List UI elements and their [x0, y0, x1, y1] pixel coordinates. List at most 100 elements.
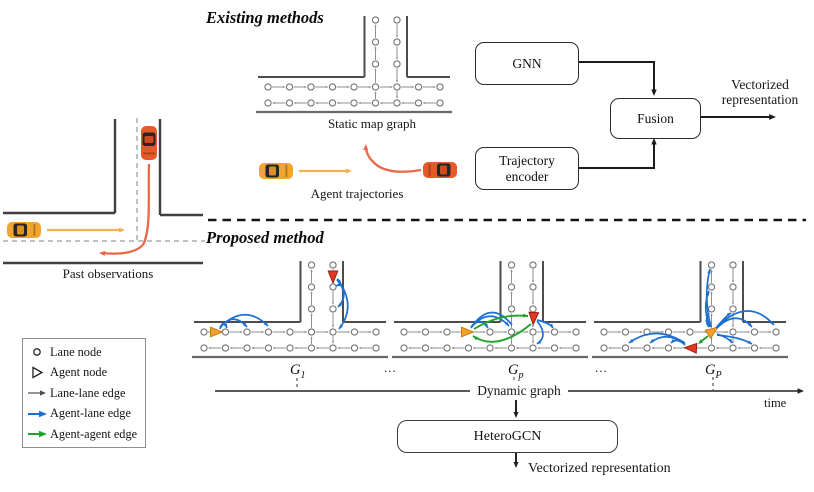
lane-lane-edge [731, 341, 735, 344]
lane-node [621, 344, 630, 352]
lane-node [372, 344, 380, 352]
orange-car-icon [423, 162, 457, 178]
agent-lane-edge [728, 338, 732, 343]
lane-lane-edge [510, 291, 513, 294]
lane-node [329, 305, 337, 313]
lane-lane-edge [769, 330, 772, 334]
dynamic-graph-label: Dynamic graph [472, 383, 566, 399]
yellow-trajectory-arrow [119, 227, 125, 233]
agent-lane-edge [716, 310, 775, 328]
agent-lane-edge [707, 269, 711, 274]
lane-lane-edge [390, 85, 393, 89]
lane-node [393, 60, 401, 68]
lane-node [371, 16, 380, 24]
lane-node [621, 328, 630, 336]
lane-lane-edge [422, 101, 426, 105]
lane-lane-edge [310, 313, 313, 316]
lane-lane-edge [710, 269, 713, 272]
ellipsis-1: ... [384, 360, 397, 375]
lane-node [729, 283, 737, 291]
lane-node [285, 83, 294, 91]
lane-lane-edge [451, 346, 454, 350]
lane-lane-edge [369, 330, 372, 334]
lane-lane-edge-icon [23, 387, 50, 399]
orange-agent-node [210, 326, 224, 338]
lane-node [286, 328, 294, 336]
lane-node [707, 283, 716, 291]
yellow-car-icon [259, 163, 293, 179]
lane-node [443, 344, 451, 352]
lane-lane-edge [347, 85, 350, 89]
agent-lane-edge [338, 302, 343, 307]
agent-lane-edge [747, 322, 752, 327]
lane-lane-edge [379, 101, 383, 105]
agent-agent-edge [473, 336, 479, 341]
lane-lane-edge [640, 330, 643, 334]
lane-lane-edge [358, 346, 362, 350]
lane-lane-edge [651, 346, 654, 350]
lane-lane-edge [347, 330, 351, 334]
trajectory-encoder-box: Trajectory encoder [475, 147, 579, 190]
lane-node [729, 305, 737, 313]
lane-lane-edge [731, 325, 735, 328]
heterogcn-label: HeteroGCN [473, 428, 542, 444]
lane-node [772, 344, 780, 352]
lane-node [400, 344, 408, 352]
lane-lane-edge [310, 269, 313, 272]
lane-node [507, 344, 516, 352]
agent-agent-edge [472, 323, 532, 343]
agent-trajectories-caption: Agent trajectories [310, 186, 404, 201]
lane-node [750, 344, 759, 352]
orange-trajectory-path [102, 163, 151, 255]
red-agent-node [683, 342, 698, 354]
lane-node [443, 328, 451, 336]
agent-lane-edge [726, 313, 731, 317]
lane-lane-edge [494, 346, 497, 350]
lane-node [421, 328, 430, 336]
lane-lane-edge [531, 302, 535, 305]
lane-lane-edge [283, 330, 286, 334]
lane-lane-edge [325, 85, 329, 89]
graph-label-gP: GP [705, 362, 722, 381]
yellow-trajectory-arrow [346, 168, 352, 174]
lane-node [350, 99, 358, 107]
fusion-label: Fusion [637, 110, 674, 126]
lane-lane-edge [229, 346, 233, 350]
lane-node [664, 344, 673, 352]
red-agent-node [528, 311, 540, 326]
lane-lane-edge [526, 330, 529, 334]
legend-box: Lane node Agent node Lane-lane edge Agen… [22, 338, 146, 448]
lane-lane-edge [374, 24, 377, 27]
lane-node [393, 99, 401, 107]
agent-lane-edge [537, 340, 542, 344]
lane-node [707, 344, 716, 352]
lane-lane-edge [395, 35, 399, 38]
agent-lane-edge [339, 324, 344, 329]
ellipsis-2: ... [595, 360, 608, 375]
legend-label: Agent-lane edge [50, 406, 131, 420]
agent-lane-edge [223, 323, 227, 328]
heterogcn-box: HeteroGCN [397, 420, 618, 453]
time-axis-arrow [797, 388, 804, 394]
lane-lane-edge [282, 85, 286, 89]
lane-node [507, 305, 516, 313]
legend-item-agent-lane-edge: Agent-lane edge [23, 404, 145, 423]
lane-lane-edge [758, 346, 762, 350]
lane-lane-edge [304, 85, 307, 89]
agent-lane-edge [504, 321, 509, 326]
lane-lane-edge [429, 346, 433, 350]
lane-node [772, 328, 780, 336]
agent-lane-edge [628, 332, 686, 344]
orange-trajectory-arrow [99, 250, 106, 256]
past-observations-caption: Past observations [62, 266, 154, 281]
lane-lane-edge [368, 85, 372, 89]
lane-node [643, 344, 651, 352]
lane-node [550, 328, 559, 336]
lane-lane-edge [408, 346, 411, 350]
lane-node [486, 328, 494, 336]
flow-arrow [769, 114, 776, 120]
agent-lane-edge [769, 320, 774, 325]
flow-connector [577, 142, 655, 169]
lane-node [329, 283, 337, 291]
